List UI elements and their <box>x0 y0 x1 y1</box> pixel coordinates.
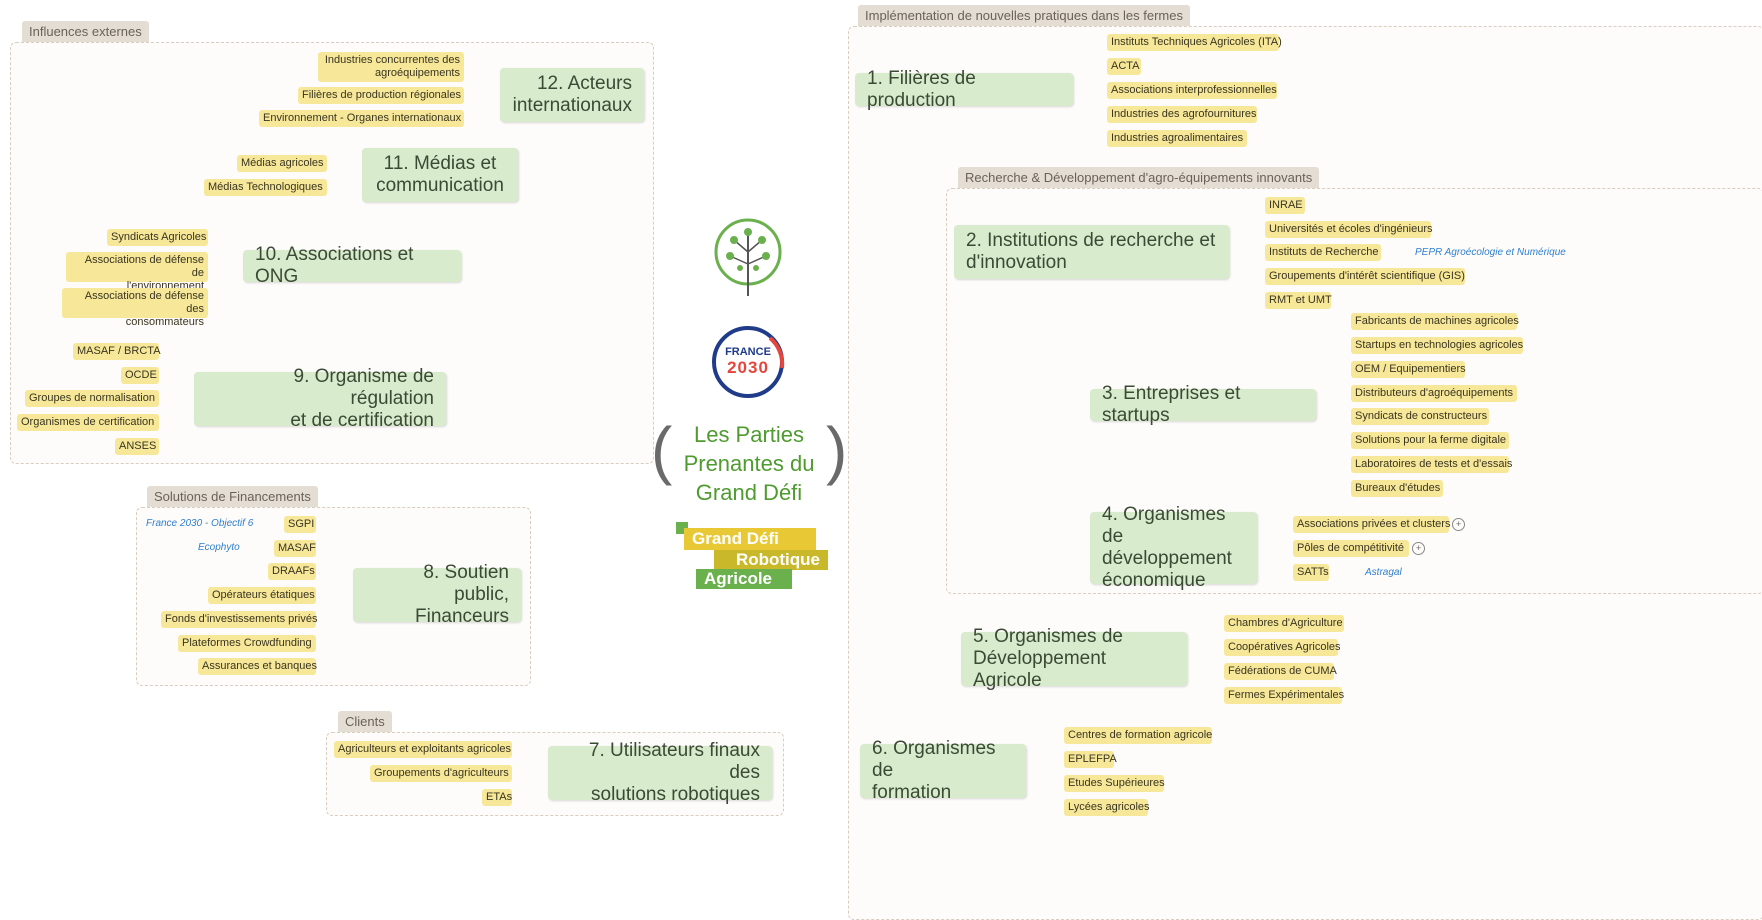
leaf-associations-interprofessionnelles[interactable]: Associations interprofessionnelles <box>1107 82 1277 99</box>
gd-line2: Robotique <box>714 550 828 570</box>
gd-line1: Grand Défi <box>684 528 816 550</box>
leaf-draafs[interactable]: DRAAFs <box>268 563 316 580</box>
topic-organismes-formation[interactable]: 6. Organismes de formation <box>860 738 1026 803</box>
leaf-etas[interactable]: ETAs <box>482 789 512 806</box>
leaf-sgpi[interactable]: SGPI <box>284 516 316 533</box>
right-parenthesis: ) <box>826 414 848 486</box>
left-parenthesis: ( <box>651 414 673 486</box>
plus-circle-icon[interactable]: + <box>1412 542 1425 555</box>
note-pepr: PEPR Agroécologie et Numérique <box>1415 247 1566 258</box>
topic-filieres-production[interactable]: 1. Filières de production <box>855 68 1073 111</box>
note-astragal: Astragal <box>1365 567 1402 578</box>
central-title: Les Parties Prenantes du Grand Défi <box>683 422 815 505</box>
leaf-bureaux-etudes[interactable]: Bureaux d'études <box>1351 480 1443 497</box>
leaf-defense-environnement[interactable]: Associations de défense de l'environneme… <box>66 252 208 292</box>
france2030-logo-icon: FRANCE 2030 <box>710 324 786 400</box>
leaf-industries-concurrentes[interactable]: Industries concurrentes des agroéquipeme… <box>318 52 464 82</box>
topic-acteurs-internationaux[interactable]: 12. Acteurs internationaux <box>500 68 644 122</box>
leaf-plateformes-crowdfunding[interactable]: Plateformes Crowdfunding <box>178 635 316 652</box>
leaf-organismes-certification[interactable]: Organismes de certification <box>17 414 159 431</box>
leaf-chambres-agriculture[interactable]: Chambres d'Agriculture <box>1224 615 1344 632</box>
leaf-centres-formation[interactable]: Centres de formation agricole <box>1064 727 1212 744</box>
region-tab-implementation: Implémentation de nouvelles pratiques da… <box>858 5 1190 26</box>
leaf-environnement-organes[interactable]: Environnement - Organes internationaux <box>259 110 464 127</box>
topic-soutien-public-financeurs[interactable]: 8. Soutien public, Financeurs <box>353 562 521 627</box>
leaf-operateurs-etatiques[interactable]: Opérateurs étatiques <box>208 587 316 604</box>
leaf-cooperatives-agricoles[interactable]: Coopératives Agricoles <box>1224 639 1341 656</box>
leaf-rmt-umt[interactable]: RMT et UMT <box>1265 292 1332 309</box>
leaf-defense-consommateurs[interactable]: Associations de défense des consommateur… <box>62 288 208 328</box>
topic-developpement-agricole[interactable]: 5. Organismes de Développement Agricole <box>961 626 1187 691</box>
france-logo-year: 2030 <box>727 358 769 377</box>
region-tab-financements: Solutions de Financements <box>147 486 318 507</box>
leaf-inrae[interactable]: INRAE <box>1265 197 1305 214</box>
leaf-agriculteurs-exploitants[interactable]: Agriculteurs et exploitants agricoles <box>334 741 512 758</box>
topic-developpement-economique[interactable]: 4. Organismes de développement économiqu… <box>1090 504 1257 591</box>
france-logo-text: FRANCE <box>725 346 771 358</box>
leaf-groupements-agriculteurs[interactable]: Groupements d'agriculteurs <box>370 765 512 782</box>
leaf-industries-agrofournitures[interactable]: Industries des agrofournitures <box>1107 106 1257 123</box>
leaf-syndicats-constructeurs[interactable]: Syndicats de constructeurs <box>1351 408 1489 425</box>
region-tab-clients: Clients <box>338 711 392 732</box>
leaf-poles-competitivite[interactable]: Pôles de compétitivité <box>1293 540 1409 557</box>
leaf-startups-technologies[interactable]: Startups en technologies agricoles <box>1351 337 1523 354</box>
leaf-fabricants-machines[interactable]: Fabricants de machines agricoles <box>1351 313 1519 330</box>
leaf-gis[interactable]: Groupements d'intérêt scientifique (GIS) <box>1265 268 1465 285</box>
leaf-masaf-brcta[interactable]: MASAF / BRCTA <box>73 343 161 360</box>
note-ecophyto: Ecophyto <box>198 542 240 553</box>
leaf-syndicats-agricoles[interactable]: Syndicats Agricoles <box>107 229 208 246</box>
leaf-fermes-experimentales[interactable]: Fermes Expérimentales <box>1224 687 1344 704</box>
gd-line3: Agricole <box>696 569 792 589</box>
leaf-lycees-agricoles[interactable]: Lycées agricoles <box>1064 799 1150 816</box>
leaf-groupes-normalisation[interactable]: Groupes de normalisation <box>25 390 159 407</box>
leaf-laboratoires-tests[interactable]: Laboratoires de tests et d'essais <box>1351 456 1512 473</box>
topic-regulation-certification[interactable]: 9. Organisme de régulation et de certifi… <box>194 366 446 431</box>
topic-entreprises-startups[interactable]: 3. Entreprises et startups <box>1090 383 1316 426</box>
topic-institutions-recherche[interactable]: 2. Institutions de recherche et d'innova… <box>954 225 1229 279</box>
grand-defi-logo: Grand Défi Robotique Agricole <box>676 522 836 592</box>
leaf-acta[interactable]: ACTA <box>1107 58 1141 75</box>
leaf-ocde[interactable]: OCDE <box>121 367 159 384</box>
leaf-universites-ecoles[interactable]: Universités et écoles d'ingénieurs <box>1265 221 1433 238</box>
leaf-anses[interactable]: ANSES <box>115 438 159 455</box>
topic-associations-ong[interactable]: 10. Associations et ONG <box>243 244 461 287</box>
leaf-eplefpa[interactable]: EPLEFPA <box>1064 751 1117 768</box>
leaf-associations-clusters[interactable]: Associations privées et clusters <box>1293 516 1450 533</box>
leaf-instituts-recherche[interactable]: Instituts de Recherche <box>1265 244 1381 261</box>
region-tab-rd: Recherche & Développement d'agro-équipem… <box>958 167 1320 188</box>
leaf-ita[interactable]: Instituts Techniques Agricoles (ITA) <box>1107 34 1282 51</box>
leaf-medias-agricoles[interactable]: Médias agricoles <box>237 155 327 172</box>
note-france2030-objectif6: France 2030 - Objectif 6 <box>146 518 254 529</box>
topic-utilisateurs-finaux[interactable]: 7. Utilisateurs finaux des solutions rob… <box>548 740 772 805</box>
region-tab-influences: Influences externes <box>22 21 149 42</box>
leaf-filieres-regionales[interactable]: Filières de production régionales <box>298 87 464 104</box>
leaf-oem-equipementiers[interactable]: OEM / Equipementiers <box>1351 361 1466 378</box>
leaf-federations-cuma[interactable]: Fédérations de CUMA <box>1224 663 1337 680</box>
leaf-distributeurs[interactable]: Distributeurs d'agroéquipements <box>1351 385 1517 402</box>
leaf-ferme-digitale[interactable]: Solutions pour la ferme digitale <box>1351 432 1509 449</box>
leaf-masaf[interactable]: MASAF <box>274 540 316 557</box>
leaf-fonds-investissements[interactable]: Fonds d'investissements privés <box>161 611 318 628</box>
plus-circle-icon[interactable]: + <box>1452 518 1465 531</box>
topic-medias-communication[interactable]: 11. Médias et communication <box>362 148 518 202</box>
leaf-assurances-banques[interactable]: Assurances et banques <box>198 658 317 675</box>
leaf-etudes-superieures[interactable]: Etudes Supérieures <box>1064 775 1165 792</box>
tree-logo-icon <box>712 218 784 298</box>
leaf-industries-agroalimentaires[interactable]: Industries agroalimentaires <box>1107 130 1247 147</box>
leaf-medias-technologiques[interactable]: Médias Technologiques <box>204 179 327 196</box>
leaf-satts[interactable]: SATTs <box>1293 564 1329 581</box>
